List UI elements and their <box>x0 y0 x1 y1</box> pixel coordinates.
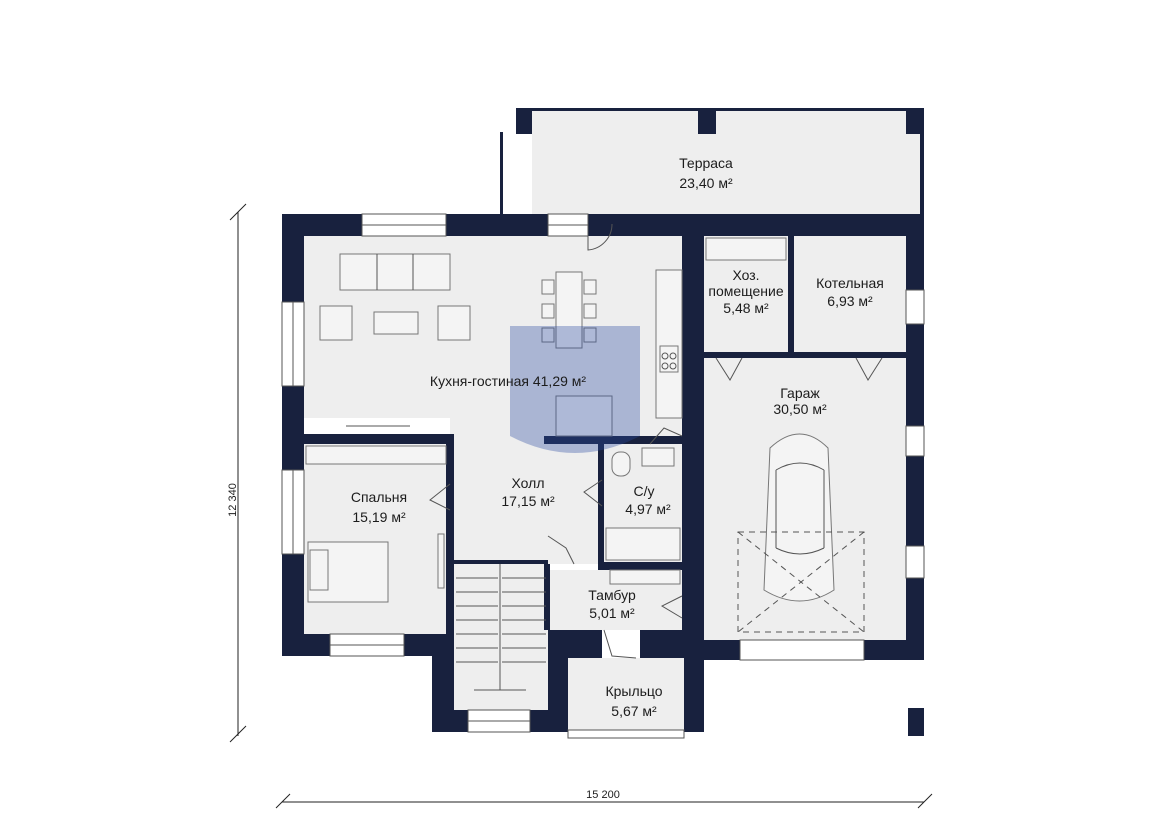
pillow <box>309 549 329 591</box>
vestibule-bottom-wall <box>548 630 602 658</box>
garage-area: 30,50 м² <box>773 401 827 417</box>
terrace-post-left <box>516 108 532 134</box>
door-bedroom <box>429 483 451 511</box>
bedroom-area: 15,19 м² <box>352 509 406 525</box>
stair-wall-right <box>548 634 568 732</box>
vestibule-name: Тамбур <box>588 587 636 603</box>
bedroom-name: Спальня <box>351 489 407 505</box>
wall-vestibule-left <box>544 564 550 630</box>
door-boiler <box>855 357 883 381</box>
parking-outline <box>737 531 865 633</box>
armchair-right <box>437 305 471 341</box>
window-boiler-right <box>905 289 925 325</box>
door-utility <box>715 357 743 381</box>
utility-name-1: Хоз. <box>732 267 759 283</box>
utility-shelf <box>705 237 787 261</box>
hall-floor <box>450 444 602 564</box>
window-porch-bottom <box>567 729 685 739</box>
chair-2 <box>541 303 555 319</box>
door-porch <box>603 629 637 659</box>
chair-4 <box>583 279 597 295</box>
sink <box>659 345 679 373</box>
watermark-logo <box>510 326 640 453</box>
wall-kitchen-bath <box>544 436 684 444</box>
wall-stairs-top <box>454 560 548 564</box>
porch-area: 5,67 м² <box>611 703 657 719</box>
wall-bedroom-top <box>282 434 452 444</box>
armchair-left <box>319 305 353 341</box>
porch-floor <box>568 658 684 730</box>
vestibule-wardrobe <box>609 569 681 585</box>
staircase <box>456 564 546 691</box>
chair-1 <box>541 279 555 295</box>
windows <box>281 213 925 739</box>
boiler-area: 6,93 м² <box>827 293 873 309</box>
chair-6 <box>583 327 597 343</box>
hall-area: 17,15 м² <box>501 493 555 509</box>
door-bath <box>583 479 603 507</box>
door-hall-kitchen <box>649 427 683 445</box>
wardrobe-bedroom <box>305 445 447 465</box>
bath-area: 4,97 м² <box>625 501 671 517</box>
washbasin <box>641 447 675 467</box>
vestibule-area: 5,01 м² <box>589 605 635 621</box>
window-garage-right-1 <box>905 425 925 457</box>
dimension-height: 12 340 <box>227 483 239 517</box>
wall-utility-boiler <box>788 236 794 354</box>
doors <box>429 223 883 659</box>
kitchen-label: Кухня-гостиная 41,29 м² <box>430 373 586 389</box>
terrace-floor <box>532 110 922 214</box>
terrace-area: 23,40 м² <box>679 175 733 191</box>
wall-bedroom-right <box>446 434 454 634</box>
boiler-name: Котельная <box>816 275 884 291</box>
boiler-floor <box>794 236 906 354</box>
corner-block <box>908 708 924 736</box>
chair-5 <box>583 303 597 319</box>
bedroom-floor <box>304 444 450 634</box>
utility-name-2: помещение <box>708 283 783 299</box>
wall-utility-garage <box>704 352 906 358</box>
terrace-name: Терраса <box>679 155 733 171</box>
terrace-top-edge <box>516 108 924 111</box>
chair-3 <box>541 327 555 343</box>
car <box>763 433 835 602</box>
room-labels: Терраса 23,40 м² Кухня-гостиная 41,29 м²… <box>227 155 884 801</box>
terrace-left-rail <box>500 132 503 214</box>
coffee-table <box>373 311 419 335</box>
window-garage-right-2 <box>905 545 925 579</box>
dimension-width: 15 200 <box>586 789 620 801</box>
wall-bath-bottom <box>598 562 684 570</box>
bathtub <box>605 527 681 561</box>
kitchen-island <box>555 395 613 437</box>
kitchen-counter-right <box>655 269 683 419</box>
wall-bath-left <box>598 444 604 570</box>
porch-bottom-post <box>684 710 704 732</box>
wall-kitchen-garage <box>682 236 704 640</box>
dining-table <box>555 271 583 349</box>
kitchen-name: Кухня-гостиная <box>430 373 529 389</box>
furniture <box>305 237 865 691</box>
hall-name: Холл <box>512 475 545 491</box>
stair-wall-left <box>432 634 454 732</box>
dimension-lines <box>229 203 933 809</box>
terrace-post-mid <box>698 108 716 134</box>
terrace-right-edge <box>920 108 924 218</box>
garage-name: Гараж <box>780 385 820 401</box>
bedroom-mirror <box>437 533 445 589</box>
kitchen-area: 41,29 м² <box>533 373 587 389</box>
toilet <box>611 451 631 477</box>
door-garage <box>660 595 683 619</box>
sofa <box>339 253 451 291</box>
porch-name: Крыльцо <box>605 683 662 699</box>
utility-area: 5,48 м² <box>723 300 769 316</box>
bath-name: С/у <box>634 483 655 499</box>
door-terrace <box>587 223 613 251</box>
door-vestibule <box>547 535 575 565</box>
window-garage-bottom <box>739 639 865 661</box>
stair-floor <box>454 564 548 710</box>
terrace-post-right <box>906 108 924 134</box>
